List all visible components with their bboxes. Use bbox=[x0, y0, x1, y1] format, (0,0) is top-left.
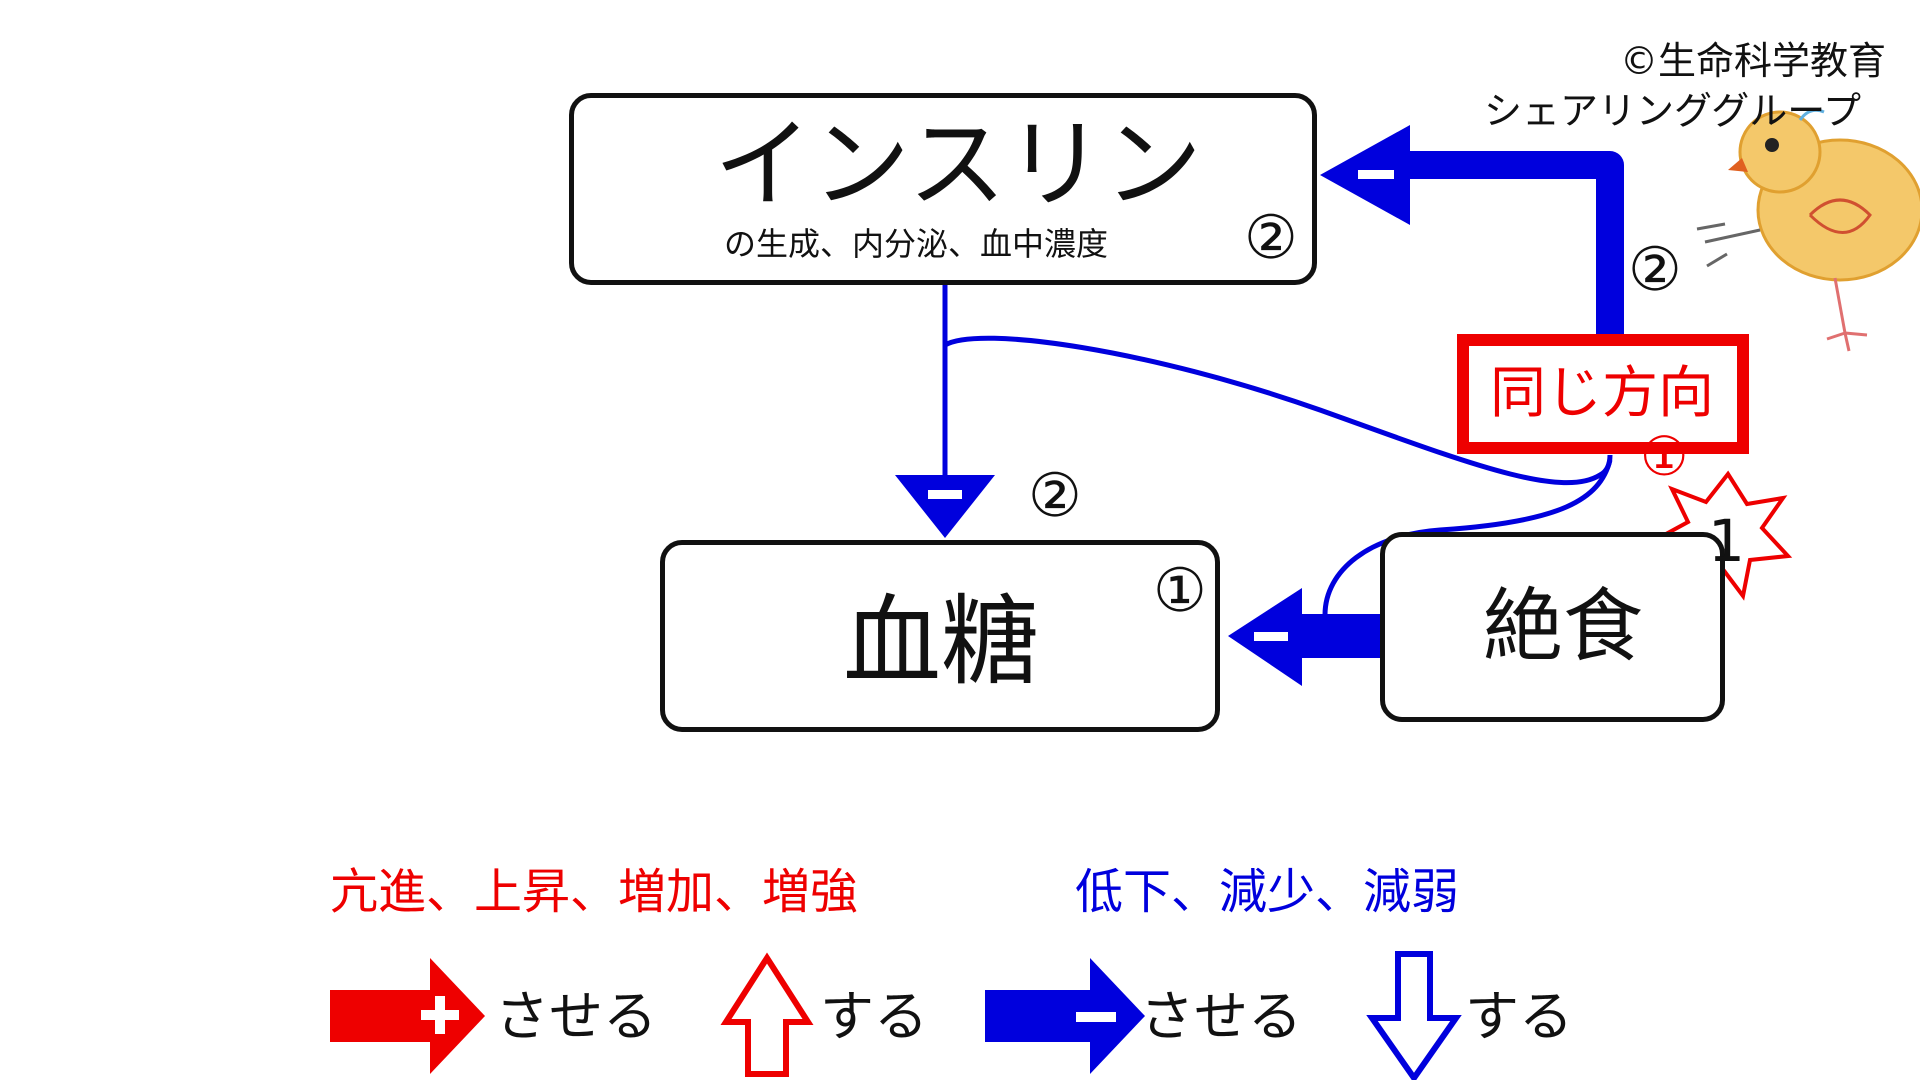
insulin-step-label: ② bbox=[1244, 203, 1298, 273]
feedback-curve bbox=[943, 335, 1613, 486]
arrow-to-insulin-step-label: ② bbox=[1628, 235, 1682, 305]
fasting-burst-label: 1 bbox=[1708, 507, 1745, 575]
fasting-to-insulin-connector bbox=[1410, 151, 1624, 345]
arrow-to-blood-sugar-step-label: ② bbox=[1028, 461, 1082, 531]
blood-sugar-node: 血糖 ① bbox=[660, 540, 1220, 732]
fasting-branch-curve bbox=[1322, 459, 1613, 616]
legend-increase-words: 亢進、上昇、増加、増強 bbox=[330, 864, 859, 920]
legend-minus-arrow-text: させる bbox=[1140, 985, 1302, 1048]
chick-illustration bbox=[1696, 108, 1920, 352]
same-direction-step-label: ① bbox=[1640, 425, 1689, 488]
insulin-subtitle: の生成、内分泌、血中濃度 bbox=[724, 225, 1109, 263]
copyright-line-2: シェアリンググループ bbox=[1484, 89, 1861, 133]
minus-sign-icon bbox=[1254, 632, 1288, 641]
legend-down-arrow-icon bbox=[1366, 951, 1462, 1080]
fasting-title: 絶食 bbox=[1483, 580, 1643, 673]
fasting-node: 絶食 bbox=[1380, 532, 1725, 722]
legend-minus-arrow bbox=[985, 958, 1145, 1074]
same-direction-frame bbox=[1457, 334, 1749, 454]
minus-sign-icon bbox=[1358, 170, 1394, 179]
legend-down-arrow-text: する bbox=[1465, 985, 1573, 1048]
legend-up-arrow-icon bbox=[720, 952, 814, 1077]
minus-arrowhead-to-blood-sugar bbox=[895, 475, 995, 538]
insulin-node: インスリン の生成、内分泌、血中濃度 ② bbox=[569, 93, 1317, 285]
legend-decrease-words: 低下、減少、減弱 bbox=[1075, 864, 1460, 920]
legend-plus-arrow-text: させる bbox=[495, 985, 657, 1048]
legend-up-arrow-text: する bbox=[820, 985, 928, 1048]
same-direction-label: 同じ方向 bbox=[1490, 361, 1714, 426]
blood-sugar-step-label: ① bbox=[1153, 556, 1207, 626]
blood-sugar-title: 血糖 bbox=[843, 585, 1040, 699]
fasting-to-blood-sugar-shaft bbox=[1300, 614, 1390, 658]
minus-sign-icon bbox=[928, 490, 962, 499]
copyright-line-1: ©生命科学教育 bbox=[1620, 39, 1887, 83]
legend-plus-arrow bbox=[330, 958, 485, 1074]
insulin-title: インスリン bbox=[714, 108, 1203, 222]
